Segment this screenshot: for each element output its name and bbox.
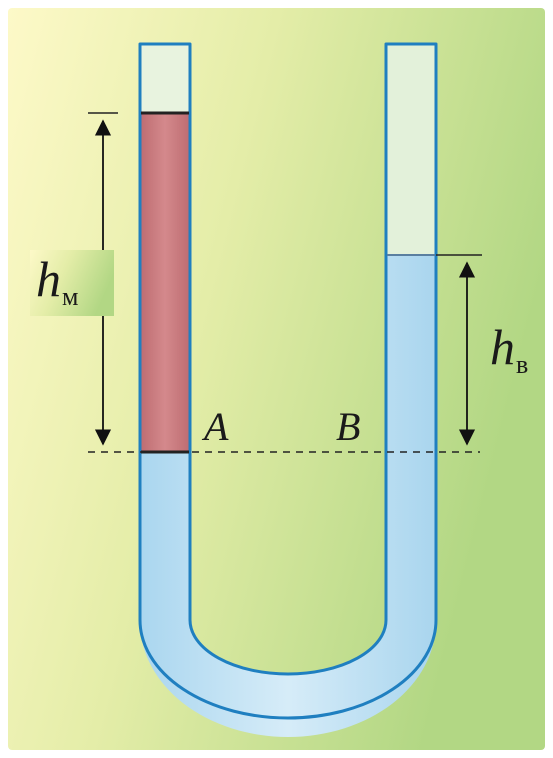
h-right-subscript: в (516, 350, 528, 379)
h-left-subscript: м (62, 282, 78, 311)
oil-column (140, 113, 190, 453)
tube-outline (138, 42, 438, 720)
h-left-label: h (36, 251, 61, 307)
point-b-label: B (336, 404, 360, 449)
air-right (386, 44, 436, 255)
air-left (140, 44, 190, 113)
background-panel (8, 8, 545, 750)
h-left-label-bg (30, 250, 114, 316)
h-right-label: h (490, 319, 515, 375)
water-u-bend (140, 255, 436, 718)
point-a-label: A (201, 404, 229, 449)
